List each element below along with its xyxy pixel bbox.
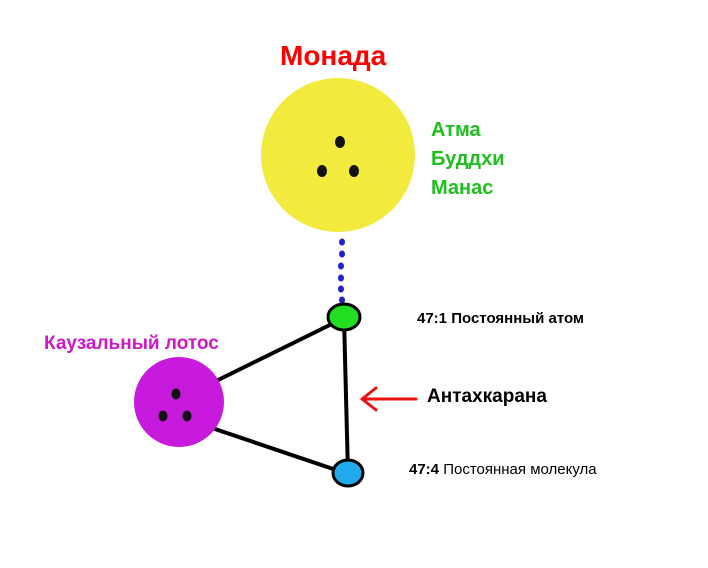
causal-dot (158, 410, 168, 422)
permanent-molecule-node (331, 458, 365, 488)
permanent-atom-label: 47:1 Постоянный атом (417, 310, 584, 327)
causal-dot (182, 410, 192, 422)
line-atom-causal (211, 316, 345, 385)
line-atom-molecule (342, 317, 350, 475)
causal-lotus-circle (134, 357, 224, 447)
aspect-buddhi: Буддхи (431, 148, 505, 170)
permanent-molecule-label: 47:4 Постоянная молекула (409, 461, 597, 478)
monad-aspects-list: Атма Буддхи Манас (431, 116, 505, 203)
causal-lotus-label: Каузальный лотос (44, 333, 219, 354)
monad-title: Монада (280, 40, 387, 71)
antahkarana-arrow (360, 386, 418, 412)
permanent-atom-node (326, 302, 362, 332)
causal-dot (171, 388, 181, 400)
line-causal-molecule (211, 426, 349, 476)
permanent-molecule-text: Постоянная молекула (443, 461, 597, 478)
permanent-atom-code: 47:1 (417, 310, 448, 327)
monad-dot (335, 136, 345, 148)
antahkarana-label: Антахкарана (427, 386, 547, 407)
monad-circle (261, 78, 415, 232)
permanent-molecule-code: 47:4 (409, 461, 440, 478)
monad-dot (349, 165, 359, 177)
monad-dot (317, 165, 327, 177)
aspect-manas: Манас (431, 177, 494, 199)
permanent-atom-text: Постоянный атом (451, 310, 585, 327)
aspect-atma: Атма (431, 119, 481, 141)
dotted-link (338, 238, 345, 304)
